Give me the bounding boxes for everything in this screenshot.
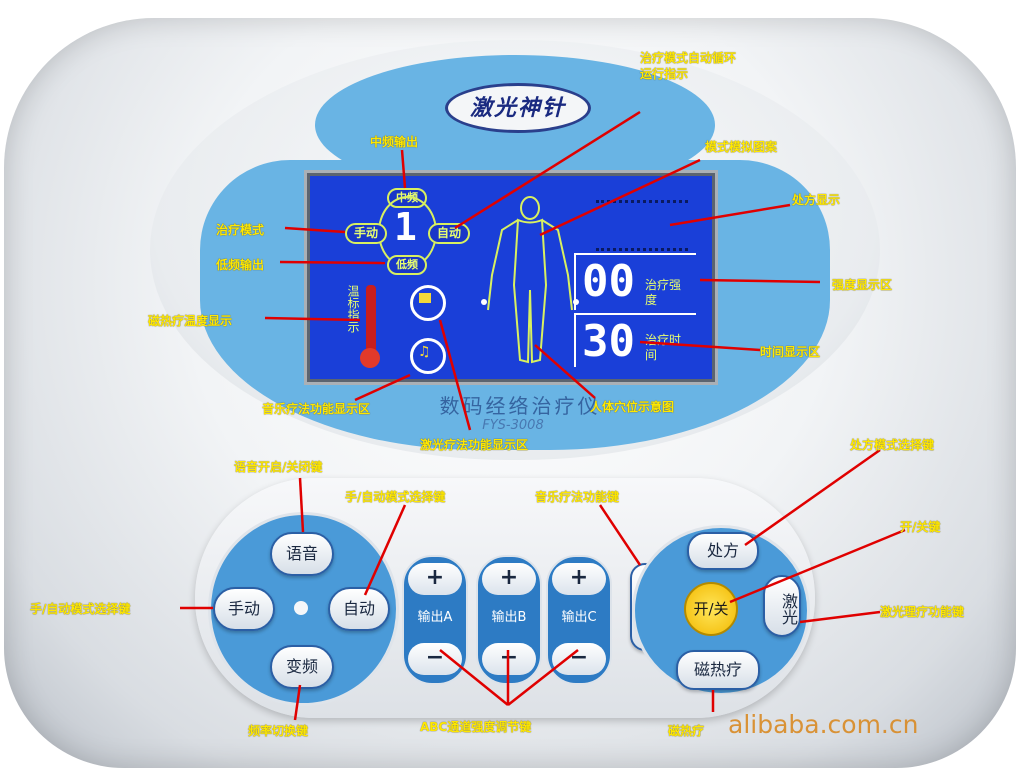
annotation-music-key: 音乐疗法功能键 bbox=[535, 490, 620, 504]
annotation-abc-key: ABC通道强度调节键 bbox=[420, 720, 532, 734]
annotation-power-key: 开/关键 bbox=[900, 520, 941, 534]
lcd-low-freq: 低频 bbox=[387, 255, 427, 275]
annotation-mode-key-left: 手/自动模式选择键 bbox=[30, 602, 131, 616]
magnetic-therapy-button[interactable]: 磁热疗 bbox=[676, 650, 760, 690]
annotation-laser-area: 激光疗法功能显示区 bbox=[420, 438, 529, 452]
annotation-treatment-mode: 治疗模式 bbox=[216, 223, 265, 237]
channel-c-plus-button[interactable]: + bbox=[552, 563, 606, 595]
power-button[interactable]: 开/关 bbox=[684, 582, 738, 636]
channel-c-label: 输出C bbox=[561, 610, 597, 625]
channel-a-label: 输出A bbox=[417, 610, 453, 625]
lcd-mode-digit: 1 bbox=[394, 205, 417, 249]
annotation-intensity-area: 强度显示区 bbox=[832, 278, 893, 292]
channel-b-plus-button[interactable]: + bbox=[482, 563, 536, 595]
channel-a: + 输出A − bbox=[402, 555, 468, 685]
left-pad-center-dot bbox=[294, 601, 308, 615]
lcd-mode-auto: 自动 bbox=[428, 223, 470, 244]
annotation-magnetic-key: 磁热疗 bbox=[668, 724, 705, 738]
brand-logo: 激光神针 bbox=[445, 83, 591, 133]
annotation-music-area: 音乐疗法功能显示区 bbox=[262, 402, 371, 416]
intensity-label: 治疗强度 bbox=[645, 278, 682, 307]
temp-gauge-bulb bbox=[360, 348, 380, 368]
music-mode-icon bbox=[410, 338, 446, 374]
annotation-freq-key: 频率切换键 bbox=[248, 724, 309, 738]
annotation-voice-key: 语音开启/关闭键 bbox=[234, 460, 323, 474]
voice-button[interactable]: 语音 bbox=[270, 532, 334, 576]
prescription-button[interactable]: 处方 bbox=[687, 532, 759, 570]
time-value: 30 bbox=[582, 316, 635, 367]
intensity-frame bbox=[574, 253, 696, 310]
annotation-mid-freq: 中频输出 bbox=[370, 135, 419, 149]
auto-mode-button[interactable]: 自动 bbox=[328, 587, 390, 631]
prescription-display bbox=[596, 200, 688, 251]
model-number: FYS-3008 bbox=[482, 418, 544, 433]
laser-mode-icon bbox=[410, 285, 446, 321]
temp-gauge-bar bbox=[366, 285, 376, 353]
laser-mode-fill bbox=[419, 293, 431, 303]
annotation-prescription-key: 处方模式选择键 bbox=[850, 438, 935, 452]
annotation-auto-cycle: 治疗模式自动循环运行指示 bbox=[640, 51, 737, 81]
annotation-low-freq: 低频输出 bbox=[216, 258, 265, 272]
annotation-mode-key-top: 手/自动模式选择键 bbox=[345, 490, 446, 504]
intensity-value: 00 bbox=[582, 256, 635, 307]
manual-mode-button[interactable]: 手动 bbox=[213, 587, 275, 631]
channel-a-plus-button[interactable]: + bbox=[408, 563, 462, 595]
annotation-laser-key: 激光理疗功能键 bbox=[880, 605, 965, 619]
annotation-prescription-display: 处方显示 bbox=[792, 193, 841, 207]
channel-b: + 输出B − bbox=[476, 555, 542, 685]
annotation-mode-pattern: 模式模拟图案 bbox=[705, 140, 778, 154]
watermark: alibaba.com.cn bbox=[728, 710, 919, 739]
music-note-icon: ♫ bbox=[418, 344, 431, 360]
annotation-magnetic-temp: 磁热疗温度显示 bbox=[148, 314, 233, 328]
channel-c: + 输出C − bbox=[546, 555, 612, 685]
lcd-mode-manual: 手动 bbox=[345, 223, 387, 244]
time-frame bbox=[574, 313, 696, 367]
freq-switch-button[interactable]: 变频 bbox=[270, 645, 334, 689]
annotation-time-area: 时间显示区 bbox=[760, 345, 821, 359]
annotation-body-acupoint: 人体穴位示意图 bbox=[590, 400, 675, 414]
channel-b-label: 输出B bbox=[491, 610, 527, 625]
